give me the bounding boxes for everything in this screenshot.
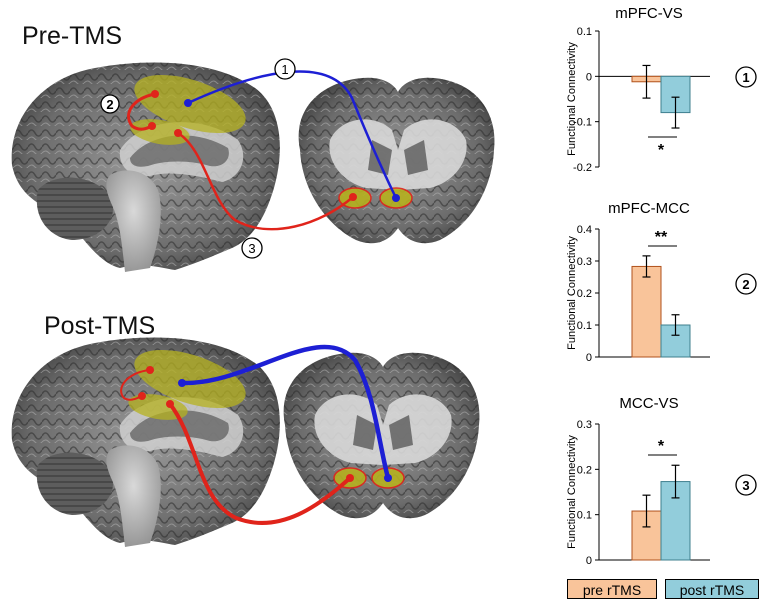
post-mpfc-vs-path — [181, 344, 391, 479]
svg-text:2: 2 — [106, 97, 113, 112]
y-tick-label: 0.4 — [577, 224, 592, 236]
bar-pre — [631, 265, 662, 358]
pre-mcc-vs-path — [177, 131, 354, 231]
y-tick-label: 0 — [586, 555, 592, 567]
y-tick-label: 0 — [586, 71, 592, 83]
chart-mcc-vs: MCC-VS 0.3 0.2 0.1 0 Functional Connectivity *… — [566, 395, 757, 567]
y-tick-label: 0 — [586, 352, 592, 364]
chart-marker-number: 1 — [742, 70, 749, 85]
post-tms-label: Post-TMS — [44, 312, 156, 340]
pre-coronal-brain — [298, 77, 495, 244]
chart-title: MCC-VS — [619, 395, 678, 412]
y-axis-label: Functional Connectivity — [566, 236, 578, 350]
pre-pathways — [127, 70, 400, 231]
significance-stars: ** — [655, 229, 668, 246]
y-tick-label: -0.2 — [573, 162, 592, 174]
post-coronal-brain — [283, 352, 480, 519]
pre-mpfc-mcc-path — [127, 92, 156, 131]
svg-text:1: 1 — [281, 62, 288, 77]
y-tick-label: -0.1 — [573, 117, 592, 129]
pre-tms-label: Pre-TMS — [22, 22, 122, 50]
y-tick-label: 0.1 — [577, 320, 592, 332]
post-pathways — [120, 344, 392, 525]
post-rois — [128, 349, 405, 489]
post-mcc-roi — [128, 394, 188, 420]
legend-post-rtms: post rTMS — [665, 579, 759, 599]
y-tick-label: 0.3 — [577, 419, 592, 431]
chart-mpfc-mcc: mPFC-MCC 0.4 0.3 0.2 0.1 0 Functional Connecti… — [566, 200, 757, 364]
pre-mcc-roi — [130, 119, 190, 145]
y-tick-label: 0.1 — [577, 26, 592, 38]
post-mpfc-mcc-path — [120, 369, 151, 401]
y-tick-label: 0.2 — [577, 464, 592, 476]
chart-marker-circle — [735, 474, 757, 496]
significance-stars: * — [658, 438, 665, 455]
svg-text:3: 3 — [248, 241, 255, 256]
path-marker-3: 3 — [241, 237, 263, 259]
y-axis-label: Functional Connectivity — [566, 42, 578, 156]
chart-marker-circle — [735, 273, 757, 295]
path-marker-1: 1 — [274, 58, 296, 80]
y-tick-label: 0.3 — [577, 256, 592, 268]
legend-pre-rtms: pre rTMS — [567, 579, 657, 599]
y-tick-label: 0.2 — [577, 288, 592, 300]
y-tick-label: 0.1 — [577, 510, 592, 522]
pre-mpfc-vs-path — [187, 70, 398, 199]
chart-marker-number: 2 — [742, 277, 749, 292]
post-mpfc-roi — [134, 349, 246, 409]
chart-title: mPFC-MCC — [608, 200, 690, 217]
y-axis-label: Functional Connectivity — [566, 435, 578, 549]
significance-stars: * — [658, 142, 665, 159]
post-mcc-vs-path — [168, 402, 352, 525]
chart-marker-number: 3 — [742, 478, 749, 493]
chart-mpfc-vs: mPFC-VS 0.1 0 -0.1 -0.2 Functional Connectivi… — [566, 5, 757, 174]
chart-title: mPFC-VS — [615, 5, 683, 22]
chart-marker-circle — [735, 66, 757, 88]
path-marker-2: 2 — [100, 94, 120, 114]
